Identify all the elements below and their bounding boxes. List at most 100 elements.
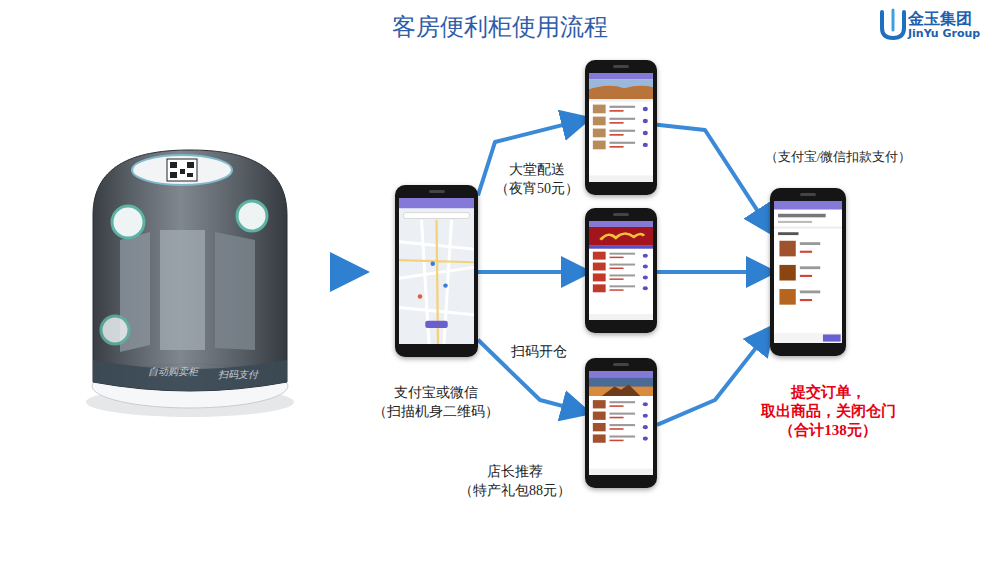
phone-node: （支付宝/微信扣款支付）提交订单， 取出商品，关闭仓门 （合计138元） <box>770 188 846 356</box>
screen-detail <box>399 220 474 344</box>
cabinet-compartment <box>160 230 205 350</box>
screen-detail <box>593 284 606 292</box>
cabinet-dome <box>93 150 287 391</box>
screen-detail <box>609 146 623 148</box>
text-line: 取出商品，关闭仓门 <box>748 402 908 421</box>
text-line: （支付宝/微信扣款支付） <box>753 148 923 166</box>
screen-detail <box>800 242 820 245</box>
screen-detail <box>589 371 653 377</box>
flow-arrow <box>322 270 360 275</box>
step-label: 支付宝或微信 （扫描机身二维码） <box>361 383 511 421</box>
cabinet-sticker <box>112 206 144 238</box>
screen-detail <box>609 289 623 290</box>
screen-detail <box>774 333 842 343</box>
flow-arrow <box>478 340 585 412</box>
screen-detail <box>643 119 648 123</box>
screen-detail <box>609 428 623 430</box>
screen-detail <box>609 142 635 144</box>
text-line: 店长推荐 <box>450 462 580 481</box>
screen-detail <box>443 283 448 287</box>
screen-detail <box>800 251 812 253</box>
screen-detail <box>399 198 474 344</box>
screen-detail <box>589 99 653 101</box>
screen-detail <box>609 253 635 255</box>
screen-detail <box>643 131 648 135</box>
screen-detail <box>589 175 653 182</box>
qr-code <box>180 169 185 174</box>
screen-detail <box>589 377 653 396</box>
screen-detail <box>778 214 826 218</box>
screen-detail <box>593 252 606 260</box>
screen-detail <box>431 262 436 266</box>
step-label: 店长推荐 （特产礼包88元） <box>450 462 580 500</box>
phone-speaker <box>613 65 629 68</box>
screen-detail <box>609 130 635 132</box>
phone-node: 店长推荐 （特产礼包88元） <box>585 358 657 488</box>
screen-detail <box>609 435 635 437</box>
screen-detail <box>418 294 423 298</box>
screen-detail <box>593 273 606 281</box>
phone-speaker <box>800 193 816 196</box>
screen-detail <box>800 275 812 277</box>
screen-detail <box>609 401 635 403</box>
screen-detail <box>643 107 648 111</box>
flow-arrow <box>657 330 770 425</box>
screen-detail <box>643 143 648 147</box>
screen-detail <box>774 227 842 229</box>
screen-detail <box>589 221 653 320</box>
screen-detail <box>593 263 606 271</box>
text-line: （合计138元） <box>748 421 908 440</box>
phone-screen <box>589 371 653 475</box>
screen-detail <box>778 232 798 235</box>
phone-screen <box>589 73 653 182</box>
screen-detail <box>643 286 648 290</box>
screen-detail <box>593 423 606 431</box>
cabinet-sticker <box>237 201 267 231</box>
step-label: 扫码开仓 <box>497 342 581 361</box>
screen-detail <box>643 402 648 406</box>
screen-detail <box>593 105 606 114</box>
screen-detail <box>399 220 474 344</box>
screen-detail <box>425 321 448 328</box>
screen-detail <box>774 201 842 343</box>
screen-detail <box>589 73 653 182</box>
screen-detail <box>779 289 795 305</box>
screen-detail <box>589 469 653 475</box>
text-line: （扫描机身二维码） <box>361 402 511 421</box>
screen-detail <box>609 268 623 269</box>
logo-text: 金玉集团 <box>908 9 988 30</box>
qr-code <box>187 173 193 177</box>
flow-arrow <box>478 270 585 274</box>
phone-speaker <box>429 190 445 193</box>
step-label: 提交订单， 取出商品，关闭仓门 （合计138元） <box>748 383 908 440</box>
screen-detail <box>643 254 648 258</box>
text-line: （特产礼包88元） <box>450 481 580 500</box>
cabinet-print: 扫码支付 <box>208 368 268 382</box>
phone-screen <box>774 201 842 343</box>
phone-screen <box>399 198 474 344</box>
screen-detail <box>643 275 648 279</box>
screen-detail <box>643 414 648 418</box>
diagram-title: 客房便利柜使用流程 <box>0 11 1000 43</box>
cabinet-print: 自动购卖柜 <box>138 365 208 379</box>
qr-code <box>170 162 177 168</box>
screen-detail <box>609 413 635 415</box>
screen-detail <box>643 425 648 429</box>
screen-detail <box>589 73 653 80</box>
screen-detail <box>593 117 606 126</box>
qr-code <box>187 162 194 168</box>
logo-subtext: JinYu Group <box>908 27 988 40</box>
phone-node: 大堂配送 （夜宵50元） <box>585 60 657 195</box>
phone-node: 扫码开仓 <box>585 208 657 333</box>
screen-detail <box>779 241 795 257</box>
screen-detail <box>589 221 653 227</box>
phone-screen <box>589 221 653 320</box>
flow-arrow <box>657 125 770 230</box>
screen-detail <box>778 221 812 223</box>
cabinet-sticker <box>101 316 129 344</box>
text-line: 扫码开仓 <box>497 342 581 361</box>
screen-detail <box>593 434 606 442</box>
screen-detail <box>602 385 640 396</box>
cabinet-band <box>93 360 287 391</box>
step-label: 大堂配送 （夜宵50元） <box>492 160 582 198</box>
